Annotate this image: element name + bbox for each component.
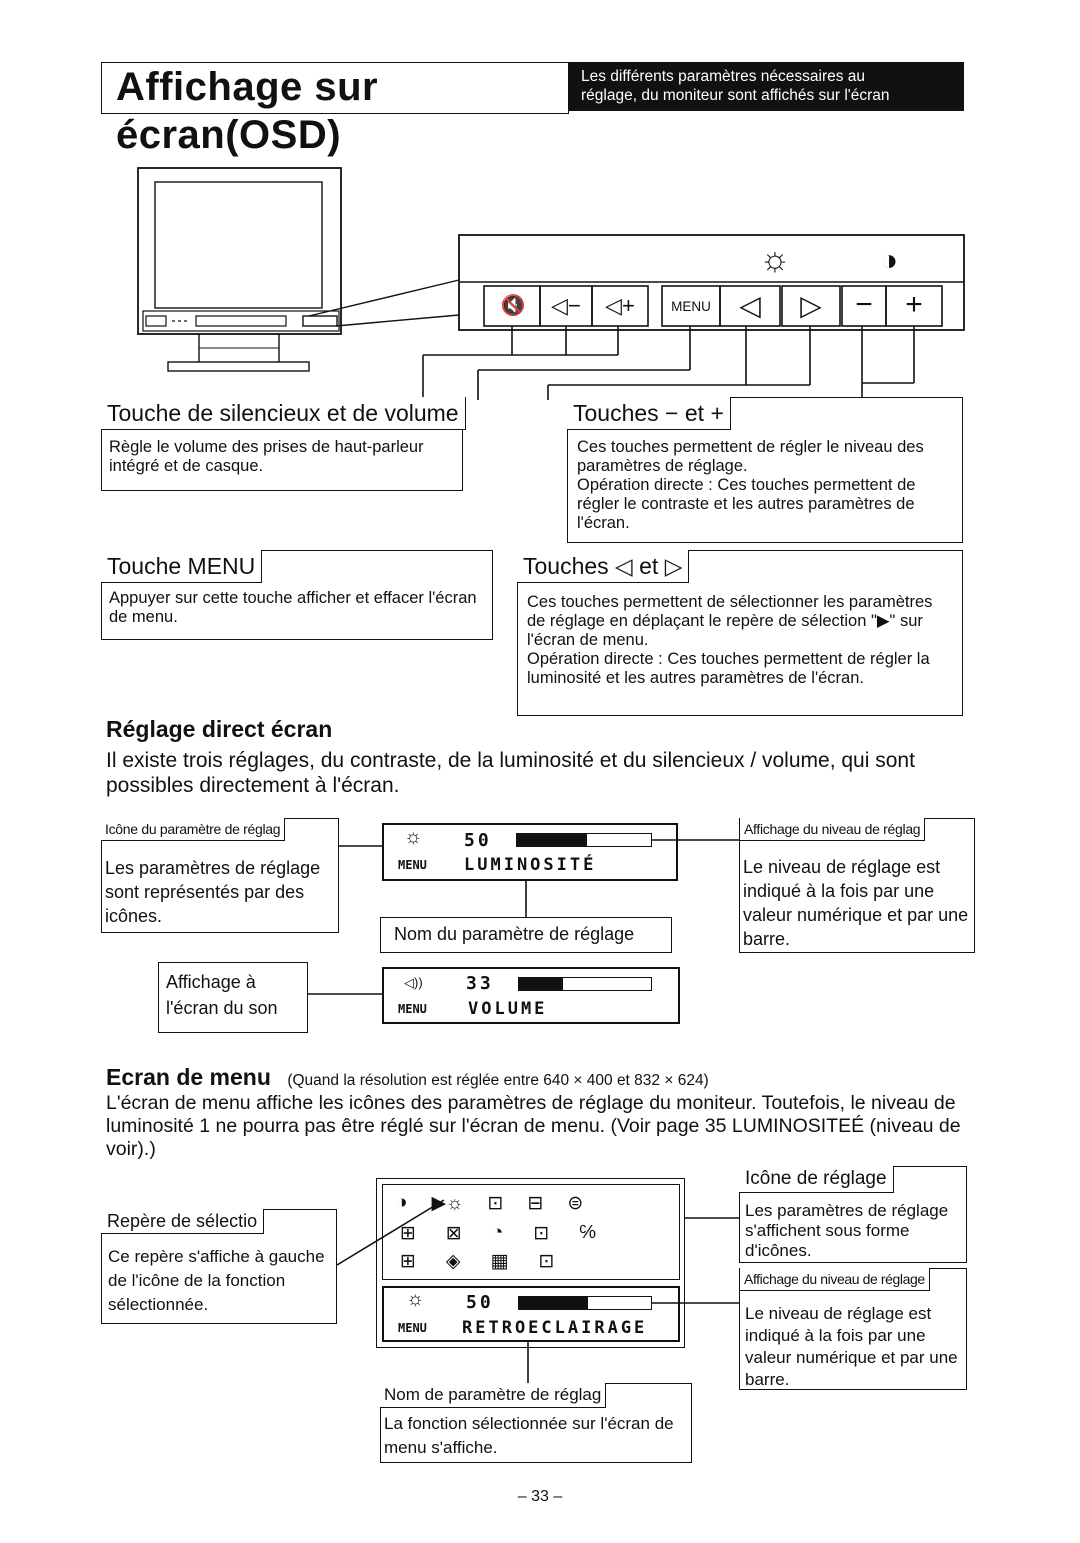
sound-label	[158, 962, 308, 1033]
silence-callout-title: Touche de silencieux et de volume	[101, 397, 466, 430]
retro-osd-bar-fill	[519, 1297, 588, 1309]
position-menu-icon[interactable]: ⊡	[487, 1193, 504, 1214]
plusminus-callout-title: Touches − et +	[567, 397, 731, 430]
retro-osd-value: 50	[466, 1292, 494, 1313]
menu-callout-text: Appuyer sur cette touche afficher et eff…	[109, 589, 477, 626]
arrows-text-2: Opération directe : Ces touches permette…	[527, 650, 930, 687]
menu-screen-note: (Quand la résolution est réglée entre 64…	[287, 1072, 709, 1089]
language-menu-icon[interactable]: ℅	[579, 1222, 597, 1243]
mute-button[interactable]: 🔇	[500, 295, 526, 317]
selection-marker-callout-text: Ce repère s'affiche à gauche de l'icône …	[108, 1247, 325, 1314]
param-name-label-text: Nom du paramètre de réglage	[394, 924, 635, 944]
title-description-line2: réglage, du moniteur sont affichés sur l…	[581, 87, 890, 104]
plusminus-callout-text: Ces touches permettent de régler le nive…	[577, 438, 955, 533]
plusminus-text-2: Opération directe : Ces touches permette…	[577, 476, 916, 532]
minus-button[interactable]: −	[855, 288, 873, 321]
volume-osd	[382, 967, 680, 1024]
brightness-menu-icon-selected[interactable]: ▶☼	[431, 1193, 464, 1214]
menu-level-callout-title: Affichage du niveau de réglage	[739, 1268, 930, 1291]
silence-callout-text: Règle le volume des prises de haut-parle…	[109, 438, 424, 475]
icon-param-callout-title: Icône du paramètre de réglag	[101, 818, 286, 841]
brightness-osd-bar-fill	[517, 834, 587, 846]
grid-menu-icon[interactable]: ▦	[490, 1251, 509, 1272]
direct-connectors	[308, 839, 739, 995]
reset-menu-icon[interactable]: ◈	[445, 1251, 461, 1272]
volume-osd-icon: ◁))	[404, 975, 423, 990]
info-menu-icon[interactable]: ⊡	[538, 1251, 555, 1272]
brightness-osd-menu-tag: MENU	[398, 858, 427, 872]
level-callout-text: Le niveau de réglage est indiqué à la fo…	[743, 857, 969, 949]
volume-osd-bar-fill	[519, 978, 563, 990]
title-description-line1: Les différents paramètres nécessaires au	[581, 68, 866, 85]
contrast-icon: ◑	[879, 244, 899, 277]
icon-param-callout-text: Les paramètres de réglage sont représent…	[105, 858, 321, 926]
volume-osd-name: VOLUME	[468, 999, 548, 1019]
page-number: – 33 –	[517, 1488, 563, 1505]
brightness-osd-icon: ☼	[404, 826, 423, 848]
direct-heading: Réglage direct écran	[106, 716, 333, 742]
retro-osd	[382, 1286, 680, 1342]
menu-icons-row1: ◑ ▶☼ ⊡ ⊟ ⊜	[396, 1192, 676, 1215]
monitor-illustration	[137, 167, 965, 400]
retro-osd-bar	[518, 1296, 652, 1310]
volume-osd-bar	[518, 977, 652, 991]
volume-down-button[interactable]: ◁−	[551, 293, 581, 318]
arrows-callout-title: Touches ◁ et ▷	[517, 550, 690, 583]
menu-osd-icon-grid	[382, 1184, 680, 1280]
menu-name-callout-title: Nom de paramètre de réglag	[380, 1383, 607, 1408]
color-temp-menu-icon[interactable]: ◔	[491, 1222, 504, 1243]
level-callout-title: Affichage du niveau de réglag	[739, 818, 926, 841]
menu-screen-heading: Ecran de menu (Quand la résolution est r…	[106, 1064, 709, 1091]
menu-icons-row3: ⊞ ◈ ▦ ⊡	[400, 1250, 680, 1273]
vsize-menu-icon[interactable]: ⊜	[567, 1193, 584, 1214]
menu-screen-title: Ecran de menu	[106, 1064, 271, 1090]
retro-osd-icon: ☼	[406, 1288, 425, 1310]
icon-callout-text: Les paramètres de réglage s'affichent so…	[745, 1201, 949, 1260]
left-arrow-button[interactable]: ◁	[739, 290, 761, 321]
menu-callout-title: Touche MENU	[101, 550, 263, 583]
param-name-label	[380, 917, 672, 953]
brightness-osd-name: LUMINOSITÉ	[464, 855, 597, 875]
selection-marker-callout-title: Repère de sélectio	[101, 1209, 265, 1234]
menu-button[interactable]: MENU	[671, 299, 711, 314]
menu-icons-row2: ⊞ ⊠ ◔ ⊡ ℅	[400, 1222, 680, 1245]
arrows-callout-text: Ces touches permettent de sélectionner l…	[527, 593, 955, 688]
auto-menu-icon[interactable]: ⊡	[533, 1223, 550, 1244]
retro-osd-menu-tag: MENU	[398, 1321, 427, 1335]
volume-up-button[interactable]: ◁+	[605, 293, 635, 318]
sound-label-text: Affichage à l'écran du son	[166, 972, 278, 1018]
icon-callout-title: Icône de réglage	[739, 1166, 894, 1193]
brightness-osd-bar	[516, 833, 652, 847]
clock-menu-icon[interactable]: ⊠	[445, 1223, 462, 1244]
contrast-menu-icon[interactable]: ◑	[396, 1192, 408, 1213]
arrows-text-1: Ces touches permettent de sélectionner l…	[527, 593, 933, 649]
brightness-icon: ☼	[759, 240, 791, 278]
brightness-osd	[382, 823, 678, 881]
menu-name-callout-text: La fonction sélectionnée sur l'écran de …	[384, 1414, 674, 1457]
hsize-menu-icon[interactable]: ⊟	[527, 1193, 544, 1214]
plusminus-text-1: Ces touches permettent de régler le nive…	[577, 438, 924, 475]
title-description: Les différents paramètres nécessaires au…	[569, 62, 964, 111]
plus-button[interactable]: +	[905, 288, 923, 321]
volume-osd-value: 33	[466, 973, 494, 994]
direct-intro: Il existe trois réglages, du contraste, …	[106, 749, 915, 797]
menu-level-callout-text: Le niveau de réglage est indiqué à la fo…	[745, 1304, 958, 1389]
brightness-osd-value: 50	[464, 830, 492, 851]
osd-position-menu-icon[interactable]: ⊞	[400, 1251, 416, 1272]
menu-screen-intro: L'écran de menu affiche les icônes des p…	[106, 1092, 961, 1160]
retro-osd-name: RETROECLAIRAGE	[462, 1318, 648, 1338]
volume-osd-menu-tag: MENU	[398, 1002, 427, 1016]
right-arrow-button[interactable]: ▷	[800, 290, 822, 321]
phase-menu-icon[interactable]: ⊞	[400, 1223, 416, 1244]
page-title: Affichage sur écran(OSD)	[101, 62, 569, 157]
